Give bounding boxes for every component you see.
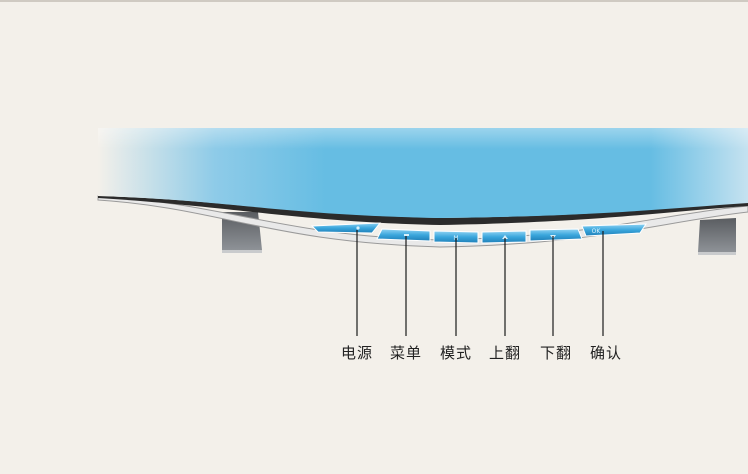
mode-label: 模式 [439,344,472,362]
ok-icon: OK [592,228,602,235]
screen [98,128,748,218]
right-stand [698,218,736,255]
down-button[interactable] [529,228,583,242]
menu-button[interactable] [376,228,431,242]
top-divider [0,0,748,2]
down-label: 下翻 [539,344,572,362]
confirm-label: 确认 [589,344,622,362]
power-label: 电源 [340,344,373,362]
menu-label: 菜单 [389,344,422,362]
button-row: M OK [310,222,647,244]
up-button[interactable] [481,230,527,244]
power-button[interactable] [310,222,382,234]
callout-lines [356,230,604,336]
power-icon [356,226,360,230]
menu-icon [404,234,409,236]
confirm-button[interactable]: OK [581,223,647,237]
up-label: 上翻 [488,344,521,362]
up-arrow-icon [502,235,508,239]
